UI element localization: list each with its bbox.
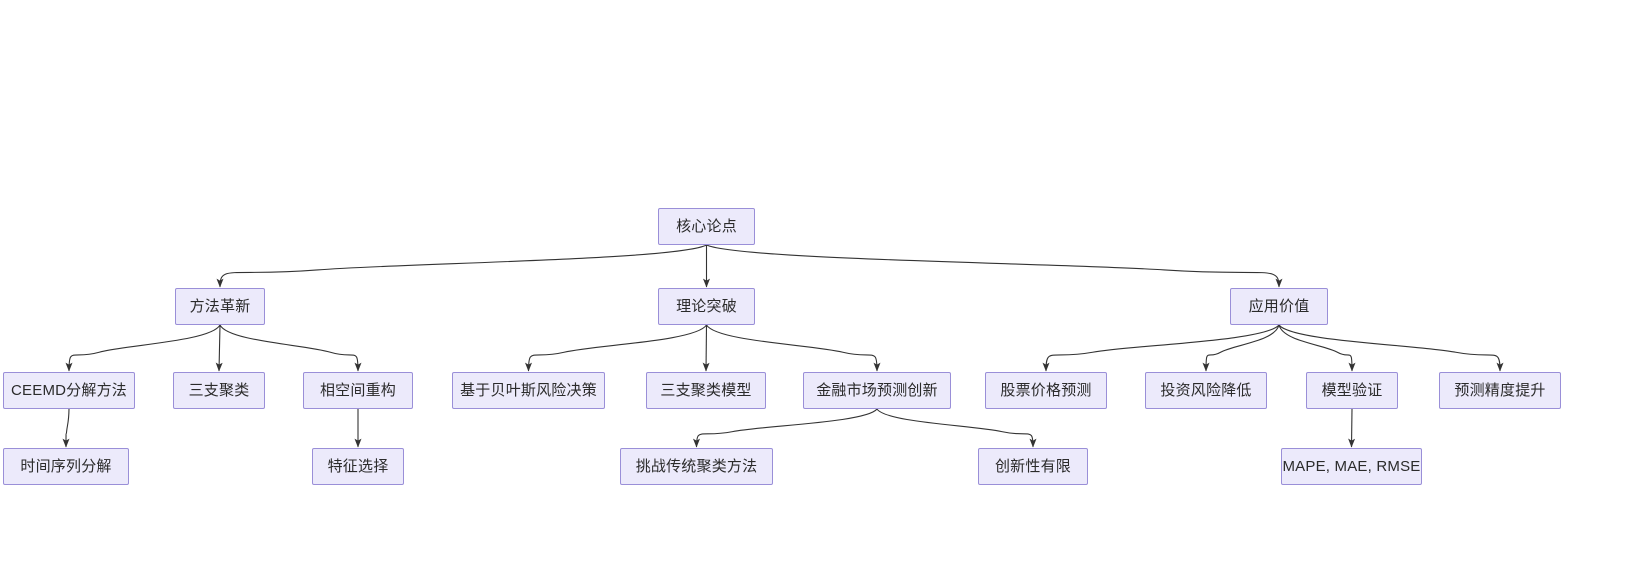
flow-edge-l3i-to-l4e xyxy=(1348,408,1356,448)
flow-edge-l2a-to-l3a xyxy=(65,324,221,372)
flow-node-label: 三支聚类 xyxy=(188,382,250,399)
flow-node-l3e[interactable]: 三支聚类模型 xyxy=(646,372,766,409)
flow-node-label: 创新性有限 xyxy=(994,458,1071,475)
flow-node-label: 应用价值 xyxy=(1248,298,1310,315)
flow-node-l3i[interactable]: 模型验证 xyxy=(1306,372,1398,409)
flow-node-label: 预测精度提升 xyxy=(1454,382,1546,399)
flow-node-label: 核心论点 xyxy=(676,218,737,235)
flow-node-l4a[interactable]: 时间序列分解 xyxy=(3,448,129,485)
flow-node-label: 理论突破 xyxy=(676,298,737,315)
flow-node-l3f[interactable]: 金融市场预测创新 xyxy=(803,372,951,409)
flow-node-label: 三支聚类模型 xyxy=(660,382,752,399)
flow-edge-l2b-to-l3d xyxy=(525,324,707,372)
flow-edge-l2c-to-l3h xyxy=(1202,324,1280,372)
flow-edge-l2b-to-l3e xyxy=(702,324,710,372)
flow-node-l3c[interactable]: 相空间重构 xyxy=(303,372,413,409)
flow-node-l2a[interactable]: 方法革新 xyxy=(175,288,265,325)
flow-edge-l2a-to-l3b xyxy=(215,324,223,372)
flow-node-label: CEEMD分解方法 xyxy=(11,382,127,399)
flow-node-label: 时间序列分解 xyxy=(20,458,112,475)
flow-edge-l2c-to-l3g xyxy=(1042,324,1280,372)
flow-node-root[interactable]: 核心论点 xyxy=(658,208,755,245)
flow-node-label: 特征选择 xyxy=(327,458,389,475)
flow-edge-l3a-to-l4a xyxy=(62,408,70,448)
flow-node-label: 方法革新 xyxy=(189,298,251,315)
flow-node-label: 挑战传统聚类方法 xyxy=(635,458,758,475)
flow-node-label: 投资风险降低 xyxy=(1160,382,1252,399)
flow-edge-root-to-l2a xyxy=(216,244,707,288)
flow-node-label: 股票价格预测 xyxy=(1000,382,1092,399)
flow-node-l4c[interactable]: 挑战传统聚类方法 xyxy=(620,448,773,485)
flow-node-l3g[interactable]: 股票价格预测 xyxy=(985,372,1107,409)
flow-node-label: 相空间重构 xyxy=(319,382,396,399)
flow-node-l2b[interactable]: 理论突破 xyxy=(658,288,755,325)
flow-node-l3b[interactable]: 三支聚类 xyxy=(173,372,265,409)
flow-node-label: 金融市场预测创新 xyxy=(816,382,938,399)
flow-node-l3h[interactable]: 投资风险降低 xyxy=(1145,372,1267,409)
flow-edge-root-to-l2c xyxy=(706,244,1283,288)
flow-edge-l2b-to-l3f xyxy=(706,324,881,372)
flow-node-label: 基于贝叶斯风险决策 xyxy=(460,382,597,399)
flow-edge-l2c-to-l3j xyxy=(1278,324,1504,372)
flow-edge-l3f-to-l4d xyxy=(876,408,1037,448)
flow-node-label: 模型验证 xyxy=(1321,382,1383,399)
flow-node-l4b[interactable]: 特征选择 xyxy=(312,448,404,485)
flow-node-l3a[interactable]: CEEMD分解方法 xyxy=(3,372,135,409)
flow-node-label: MAPE, MAE, RMSE xyxy=(1282,458,1421,475)
flow-node-l4e[interactable]: MAPE, MAE, RMSE xyxy=(1281,448,1422,485)
flow-node-l3d[interactable]: 基于贝叶斯风险决策 xyxy=(452,372,605,409)
edge-paths xyxy=(62,244,1504,448)
flow-node-l3j[interactable]: 预测精度提升 xyxy=(1439,372,1561,409)
flow-node-l2c[interactable]: 应用价值 xyxy=(1230,288,1328,325)
flow-edge-l3f-to-l4c xyxy=(693,408,878,448)
flow-node-l4d[interactable]: 创新性有限 xyxy=(978,448,1088,485)
flow-edge-l2c-to-l3i xyxy=(1278,324,1356,372)
flow-edge-l2a-to-l3c xyxy=(219,324,362,372)
